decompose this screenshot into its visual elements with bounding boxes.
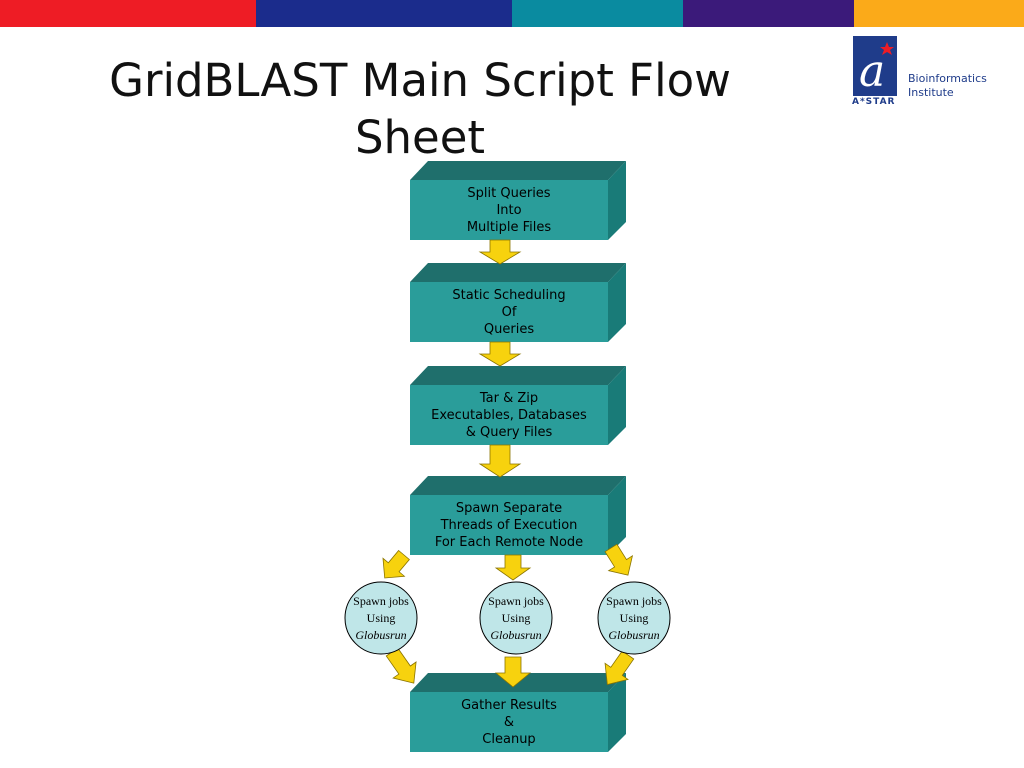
flow-step-3-line-3: & Query Files [465, 424, 553, 440]
arrow-diagonal-icon [604, 543, 634, 576]
institute-name-line-1: Bioinformatics [908, 72, 987, 85]
flow-step-3-line-1: Tar & Zip [479, 390, 539, 406]
flow-step-1: Split Queries Into Multiple Files [410, 180, 608, 240]
header-band-teal [512, 0, 683, 27]
flow-step-5-line-2: & [503, 714, 515, 730]
astar-star-icon: a [859, 42, 894, 97]
flow-node-2-line-1: Spawn jobs [488, 594, 544, 608]
institute-name-line-2: Institute [908, 86, 954, 99]
flow-node-2: Spawn jobs Using Globusrun [476, 593, 556, 644]
flow-step-5-line-1: Gather Results [461, 697, 557, 713]
svg-text:a: a [859, 46, 885, 96]
flow-step-1-line-2: Into [496, 202, 522, 218]
arrow-diagonal-icon [604, 650, 635, 685]
slide-title-line-1: GridBLAST Main Script Flow [109, 54, 731, 107]
astar-logo: a A*STAR Bioinformatics Institute [850, 36, 1000, 116]
flow-node-1-line-3: Globusrun [355, 628, 407, 642]
flow-step-box-4 [410, 476, 626, 555]
flow-node-1-line-1: Spawn jobs [353, 594, 409, 608]
header-band-purple [683, 0, 854, 27]
flow-step-2-line-1: Static Scheduling [452, 287, 566, 303]
header-band-orange [854, 0, 1024, 27]
arrow-down-icon [494, 656, 532, 688]
flow-node-3-line-2: Using [619, 611, 649, 625]
flow-step-box-2 [410, 263, 626, 342]
flow-step-3: Tar & Zip Executables, Databases & Query… [410, 385, 608, 445]
flow-node-1: Spawn jobs Using Globusrun [341, 593, 421, 644]
arrow-down-icon [478, 341, 522, 367]
flow-step-2: Static Scheduling Of Queries [410, 282, 608, 342]
flow-step-5-line-3: Cleanup [482, 731, 536, 747]
slide-title: GridBLAST Main Script Flow Sheet [30, 52, 810, 166]
arrow-down-icon [478, 239, 522, 265]
flow-node-2-line-2: Using [501, 611, 531, 625]
arrow-down-icon [478, 444, 522, 478]
flow-node-3: Spawn jobs Using Globusrun [594, 593, 674, 644]
flow-node-3-line-3: Globusrun [608, 628, 660, 642]
flow-node-3-line-1: Spawn jobs [606, 594, 662, 608]
flow-node-circle-1 [344, 581, 418, 655]
flow-step-box-1 [410, 161, 626, 240]
arrow-down-icon [494, 554, 532, 581]
header-band-red [0, 0, 256, 27]
flow-step-box-3 [410, 366, 626, 445]
institute-name: Bioinformatics Institute [908, 72, 987, 100]
arrow-diagonal-icon [385, 647, 417, 684]
flow-step-3-line-2: Executables, Databases [431, 407, 587, 423]
flow-step-4: Spawn Separate Threads of Execution For … [410, 495, 608, 555]
slide-title-line-2: Sheet [354, 111, 486, 164]
astar-logo-mark: a [853, 36, 897, 97]
flow-step-2-line-2: Of [501, 304, 517, 320]
flow-step-5: Gather Results & Cleanup [410, 692, 608, 752]
flow-step-2-line-3: Queries [483, 321, 535, 337]
flow-step-1-line-1: Split Queries [467, 185, 551, 201]
flow-step-4-line-1: Spawn Separate [455, 500, 563, 516]
flow-node-circle-2 [479, 581, 553, 655]
header-band-blue [256, 0, 512, 27]
flow-step-4-line-3: For Each Remote Node [434, 534, 584, 550]
flow-node-1-line-2: Using [366, 611, 396, 625]
arrow-diagonal-icon [382, 549, 410, 579]
flow-node-2-line-3: Globusrun [490, 628, 542, 642]
flow-step-4-line-2: Threads of Execution [440, 517, 578, 533]
flow-step-1-line-3: Multiple Files [466, 219, 552, 235]
flow-node-circle-3 [597, 581, 671, 655]
astar-wordmark: A*STAR [852, 97, 896, 107]
